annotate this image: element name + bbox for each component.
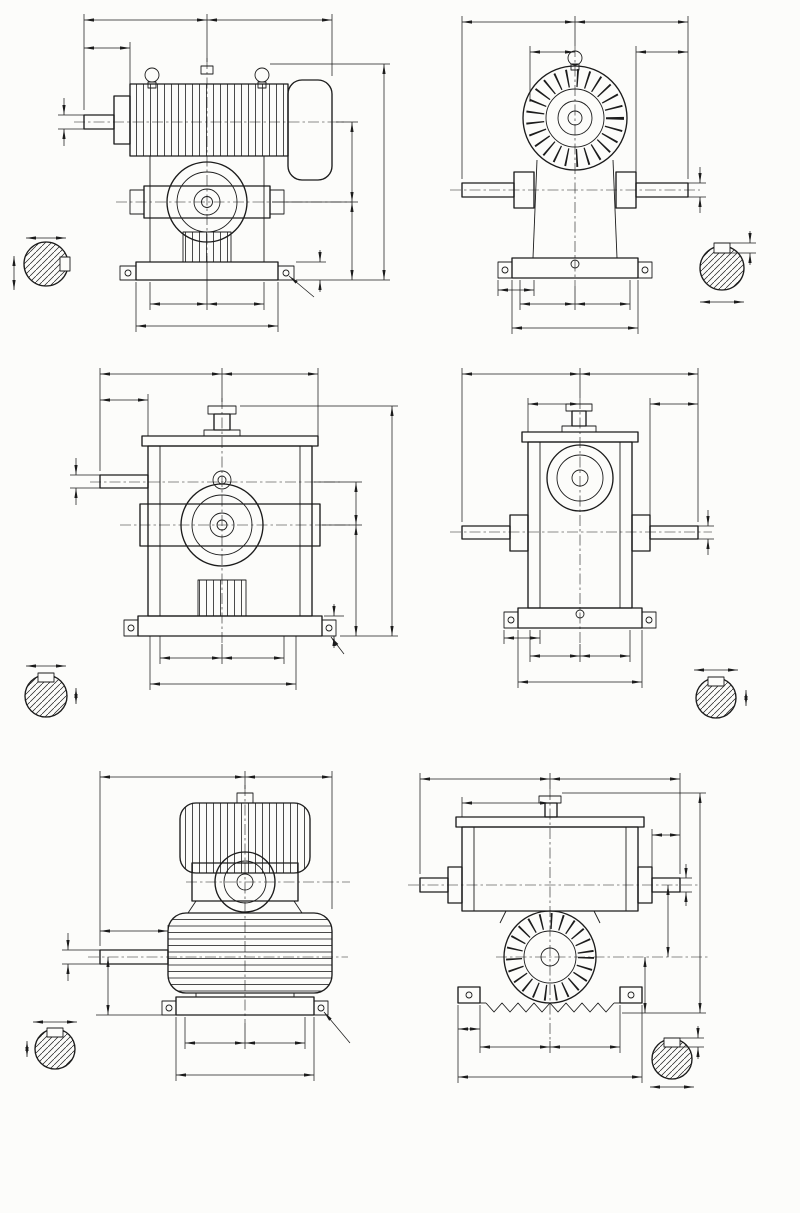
hwt-output-shaft-section-detail — [699, 231, 756, 304]
hwwt-side-view — [450, 398, 712, 644]
hwb-front-view — [88, 785, 350, 1023]
figure-3-2-drawing — [24, 368, 748, 719]
figure-3-3 — [0, 741, 800, 1121]
hwwt-front-dimensions — [70, 368, 398, 690]
figure-3-3-drawing — [25, 771, 710, 1089]
hwt-input-shaft-section-detail — [12, 236, 71, 290]
hwt-front-view — [74, 58, 352, 281]
hwb-side-view — [408, 789, 710, 1041]
hwb-side-dimensions — [419, 773, 706, 1083]
hwt-side-dimensions — [461, 16, 706, 334]
hwwt-input-shaft-section-detail — [24, 664, 78, 718]
hwwt-side-dimensions — [461, 368, 714, 688]
hwwt-front-view — [90, 398, 350, 644]
hwwt-output-shaft-section-detail — [694, 668, 748, 719]
hwb-front-dimensions — [62, 771, 351, 1081]
hwt-front-dimensions — [58, 14, 390, 332]
hwt-side-view — [450, 46, 700, 286]
hwb-input-shaft-section-detail — [25, 1020, 77, 1070]
figure-3-2 — [0, 348, 800, 735]
hwb-output-shaft-section-detail — [650, 1026, 704, 1089]
figure-3-1-drawing — [12, 14, 756, 334]
figure-3-1 — [0, 0, 800, 342]
